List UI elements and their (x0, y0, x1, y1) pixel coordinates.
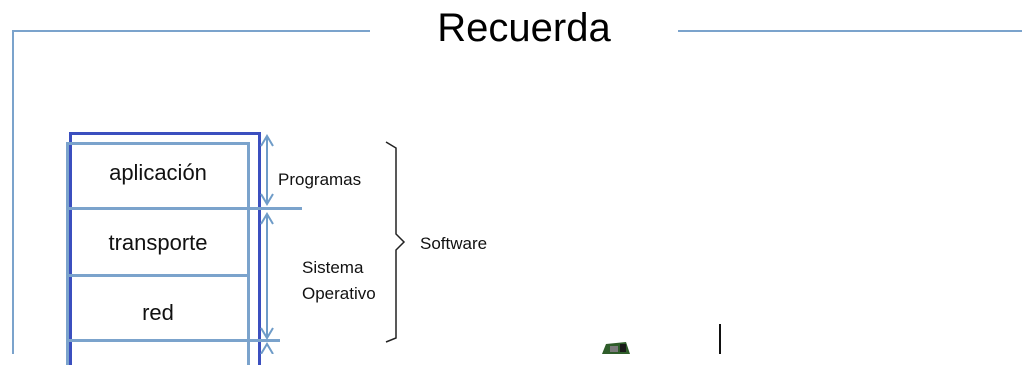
arrow-next-head (260, 342, 274, 354)
stack-inner (66, 142, 250, 365)
layer-red: red (142, 300, 174, 325)
slide-title: Recuerda (437, 6, 611, 50)
frame-top-left-line (12, 30, 370, 32)
label-sistema: Sistema (302, 258, 364, 277)
stack-outline (69, 132, 261, 365)
label-programas: Programas (278, 170, 362, 189)
label-operativo: Operativo (302, 284, 376, 303)
stack-divider-3 (66, 339, 280, 342)
software-brace (385, 141, 406, 343)
layer-transporte: transporte (108, 230, 208, 255)
layer-aplicacion: aplicación (109, 160, 207, 185)
stack-divider-1 (66, 207, 302, 210)
protocol-stack: aplicación transporte red (66, 132, 302, 365)
label-software: Software (420, 234, 488, 253)
hardware-board-image (602, 324, 721, 354)
frame-top-right-line (678, 30, 1022, 32)
frame-left-line (12, 30, 14, 354)
stack-divider-2 (66, 274, 249, 277)
range-arrows (260, 134, 274, 354)
